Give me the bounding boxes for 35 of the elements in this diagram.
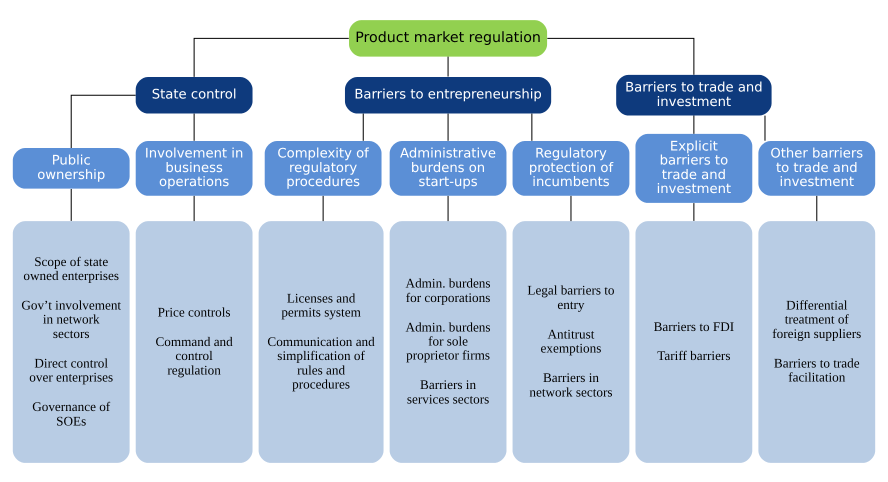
connector (448, 113, 449, 140)
connector (531, 113, 532, 140)
node-box: Differential treatment of foreign suppliers Barriers to trade facilitation (758, 220, 876, 462)
node-box: State control (136, 76, 253, 114)
connector (693, 115, 694, 134)
node-box: Product market regulation (349, 20, 548, 56)
node-box: Involvement in business operations (136, 140, 253, 196)
connector (322, 195, 324, 221)
node-box: Other barriers to trade and investment (758, 140, 876, 196)
node-box: Barriers to FDI Tariff barriers (635, 220, 752, 462)
connector (194, 195, 195, 221)
connector (764, 115, 766, 140)
connector (547, 37, 694, 74)
node-box: Licenses and permits system Communication and simplification of rules and procedures (258, 220, 384, 462)
connector (70, 94, 136, 148)
node-box: Barriers to entrepreneurship (344, 76, 552, 114)
connector (448, 195, 449, 221)
node-box: Public ownership (12, 148, 130, 188)
connector (194, 113, 195, 140)
connector (570, 195, 572, 221)
connector (816, 195, 818, 221)
node-box: Scope of state owned enterprises Gov’t involvement in network sectors Direct control over enterprises Governance of SOEs (12, 220, 130, 462)
node-box: Explicit barriers to trade and investment (635, 133, 752, 202)
connector (194, 37, 349, 76)
node-box: Price controls Command and control regulation (136, 220, 253, 462)
connector (70, 188, 72, 220)
node-box: Legal barriers to entry Antitrust exemptions Barriers in network sectors (512, 220, 630, 462)
node-box: Regulatory protection of incumbents (512, 140, 630, 196)
node-box: Barriers to trade and investment (616, 74, 772, 116)
node-box: Administrative burdens on start-ups (390, 140, 506, 196)
connector (362, 113, 364, 140)
node-box: Complexity of regulatory procedures (264, 140, 382, 196)
node-box: Admin. burdens for corporations Admin. burdens for sole proprietor firms Barriers in services sectors (390, 220, 506, 462)
connector (448, 56, 449, 76)
connector (693, 202, 694, 220)
